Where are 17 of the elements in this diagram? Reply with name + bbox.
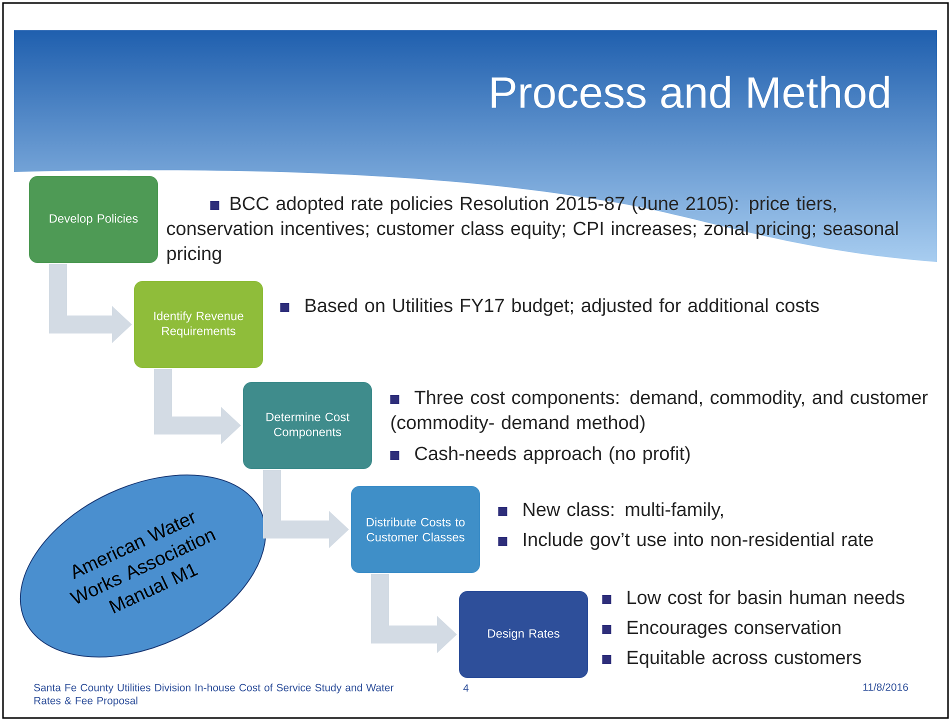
bullet-item: Low cost for basin human needs <box>602 590 904 604</box>
process-box: Develop Policies <box>28 175 159 264</box>
bullet-item: Equitable across customers <box>602 650 861 668</box>
slide-title: Process and Method <box>492 76 889 108</box>
process-box: Distribute Costs to Customer Classes <box>350 485 481 574</box>
process-box: Design Rates <box>458 590 589 679</box>
footer-text: Santa Fe County Utilities Division In-house Cost of Service Study and Water Rates & Fee Proposal <box>34 684 394 706</box>
process-box: Determine Cost Components <box>242 381 373 470</box>
date-text: 11/8/2016 <box>863 683 908 691</box>
bullet-item: BCC adopted rate policies Resolution 2015-87 (June 2105): price tiers, conservation incentives; customer class equity; CPI increases; zonal pricing; seasonal pricing <box>167 196 898 264</box>
bullet-item: Encourages conservation <box>602 620 840 638</box>
bullet-item: New class: multi-family, <box>498 502 723 520</box>
bullet-item: Include gov’t use into non-residential rate <box>498 532 873 550</box>
process-box: Identify Revenue Requirements <box>133 280 264 369</box>
bullet-item: Based on Utilities FY17 budget; adjusted for additional costs <box>280 298 819 316</box>
bullet-item: Three cost components: demand, commodity, and customer (commodity- demand method) <box>390 390 928 433</box>
bullet-item: Cash-needs approach (no profit) <box>390 446 690 464</box>
